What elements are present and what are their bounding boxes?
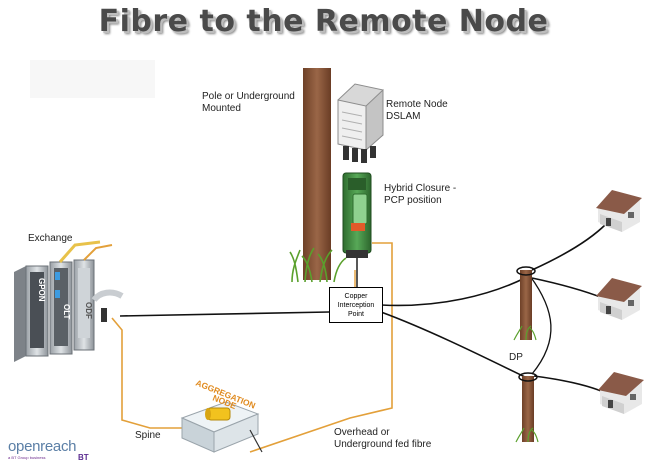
copper-exchange-to-interception xyxy=(119,311,330,317)
dropwire-house3 xyxy=(533,375,607,394)
pole-label: Pole or Underground Mounted xyxy=(202,91,295,114)
house-icon xyxy=(596,190,642,232)
grass-icon xyxy=(289,247,347,283)
house-icon xyxy=(596,278,642,320)
hybrid-closure-icon xyxy=(342,172,372,287)
bt-logo-text: BT xyxy=(78,453,89,462)
olt-label: OLT xyxy=(62,304,71,320)
exchange-label: Exchange xyxy=(28,233,73,244)
house-icon xyxy=(598,372,644,414)
exchange-equipment-icon xyxy=(14,240,124,362)
fibre-exchange-to-aggregation xyxy=(111,317,196,429)
dp-label: DP xyxy=(509,352,523,363)
gpon-label: GPON xyxy=(37,278,46,302)
copper-to-dp1 xyxy=(380,277,526,307)
logo-wordmark: openreach xyxy=(8,438,77,455)
fed-fibre-label: Overhead or Underground fed fibre xyxy=(334,427,432,450)
openreach-logo: openreach a BT Group business BT xyxy=(8,438,89,462)
pole xyxy=(303,68,331,280)
dp-pole-2 xyxy=(515,372,539,443)
aggregation-node-icon xyxy=(180,401,263,453)
odf-label: ODF xyxy=(84,302,93,319)
copper-to-dp2 xyxy=(380,311,528,379)
dropwire-house1 xyxy=(531,223,607,271)
dslam-cabinet-icon xyxy=(337,83,384,163)
page-title: Fibre to the Remote Node xyxy=(98,4,549,39)
hybrid-closure-label: Hybrid Closure - PCP position xyxy=(384,183,457,206)
dp-pole-1 xyxy=(513,266,537,341)
copper-interception-point-box: Copper Interception Point xyxy=(329,287,383,323)
spine-label: Spine xyxy=(135,430,161,441)
dp-link xyxy=(529,275,552,375)
fibre-aggregation-to-node xyxy=(249,242,393,453)
backdrop-panel xyxy=(30,60,155,98)
remote-node-label: Remote Node DSLAM xyxy=(386,99,448,122)
logo-tagline: a BT Group business xyxy=(8,455,46,460)
